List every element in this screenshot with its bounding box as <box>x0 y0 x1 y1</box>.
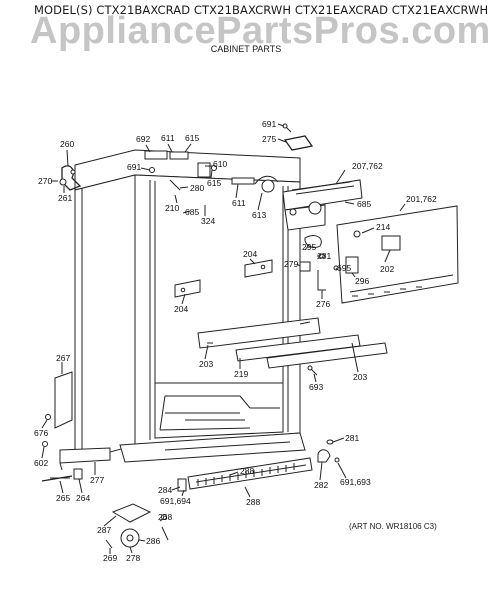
screw-693 <box>307 365 318 376</box>
hinge-brackets <box>174 259 273 298</box>
callout-324: 324 <box>201 216 215 226</box>
callout-691-left: 691 <box>127 162 141 172</box>
callout-264: 264 <box>76 493 90 503</box>
callout-295: 295 <box>302 242 316 252</box>
model-list: MODEL(S) CTX21BAXCRAD CTX21BAXCRWH CTX21… <box>34 3 489 17</box>
housing-207 <box>282 179 363 231</box>
callout-275: 275 <box>262 134 276 144</box>
callout-203-right: 203 <box>353 372 367 382</box>
callout-203-left: 203 <box>199 359 213 369</box>
callout-692: 692 <box>136 134 150 144</box>
leader-lines <box>41 123 406 554</box>
callout-labels: 260 270 261 692 611 615 691 610 615 280 … <box>34 119 437 563</box>
bottom-parts <box>105 503 169 549</box>
callout-270: 270 <box>38 176 52 186</box>
switch-parts <box>299 235 359 291</box>
callout-207-762: 207,762 <box>352 161 383 171</box>
callout-261: 261 <box>58 193 72 203</box>
callout-288-upper: 288 <box>240 466 254 476</box>
callout-277: 277 <box>90 475 104 485</box>
watermark: AppliancePartsPros.com <box>30 10 491 52</box>
callout-265: 265 <box>56 493 70 503</box>
right-bottom-parts <box>317 439 340 463</box>
callout-284: 284 <box>158 485 172 495</box>
callout-611-top: 611 <box>161 133 175 143</box>
callout-279: 279 <box>284 259 298 269</box>
callout-267: 267 <box>56 353 70 363</box>
callout-691-693: 691,693 <box>340 477 371 487</box>
callout-691-top: 691 <box>262 119 276 129</box>
callout-281-upper: 281 <box>317 251 331 261</box>
callout-610: 610 <box>213 159 227 169</box>
callout-219: 219 <box>234 369 248 379</box>
callout-204-left: 204 <box>174 304 188 314</box>
callout-615: 615 <box>207 178 221 188</box>
callout-281-lower: 281 <box>345 433 359 443</box>
side-panel-267 <box>54 371 73 429</box>
callout-691-694: 691,694 <box>160 496 191 506</box>
bottom-hinge <box>41 414 111 482</box>
callout-602: 602 <box>34 458 48 468</box>
callout-202: 202 <box>380 264 394 274</box>
callout-695: 695 <box>337 263 351 273</box>
callout-676: 676 <box>34 428 48 438</box>
mullion-rails <box>197 317 388 369</box>
callout-269: 269 <box>103 553 117 563</box>
callout-693: 693 <box>309 382 323 392</box>
callout-282: 282 <box>314 480 328 490</box>
callout-210: 210 <box>165 203 179 213</box>
art-number: (ART NO. WR18106 C3) <box>349 522 437 531</box>
callout-685-right: 685 <box>357 199 371 209</box>
callout-615-top: 615 <box>185 133 199 143</box>
callout-276: 276 <box>316 299 330 309</box>
callout-204-right: 204 <box>243 249 257 259</box>
callout-280: 280 <box>190 183 204 193</box>
callout-260: 260 <box>60 139 74 149</box>
top-hinge <box>59 165 82 191</box>
section-title: CABINET PARTS <box>210 44 282 54</box>
callout-296: 296 <box>355 276 369 286</box>
control-panel <box>336 205 459 304</box>
cabinet-shell <box>74 149 306 463</box>
callout-268: 268 <box>158 512 172 522</box>
callout-685-left: 685 <box>185 207 199 217</box>
grille <box>177 457 313 492</box>
callout-201-762: 201,762 <box>406 194 437 204</box>
callout-286: 286 <box>146 536 160 546</box>
top-right-bracket <box>282 123 314 151</box>
callout-611: 611 <box>232 198 246 208</box>
callout-287: 287 <box>97 525 111 535</box>
top-parts <box>144 150 279 193</box>
callout-613: 613 <box>252 210 266 220</box>
callout-278: 278 <box>126 553 140 563</box>
callout-288-lower: 288 <box>246 497 260 507</box>
callout-214: 214 <box>376 222 390 232</box>
